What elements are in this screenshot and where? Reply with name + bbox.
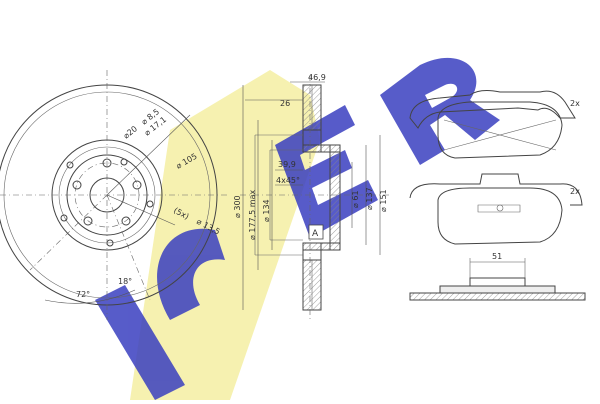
brake-pad-side-profile: 51 — [409, 252, 586, 301]
brake-pad-bottom: 2x — [409, 173, 583, 245]
label-thickness-total: 46,9 — [308, 73, 326, 82]
label-bolt-circle: ⌀ 151 — [379, 189, 388, 212]
label-pad-width: 51 — [492, 252, 502, 261]
bolt-holes — [72, 158, 142, 226]
label-qty-top: 2x — [570, 99, 580, 108]
label-angle-b: 18° — [118, 277, 132, 286]
label-angle-a: 72° — [76, 290, 90, 299]
label-hat-depth: 26 — [280, 99, 290, 108]
label-bore-chamfer-dia: 39,9 — [278, 160, 296, 169]
pad-bottom-friction — [437, 187, 563, 245]
disc-front-view: ⌀20 ⌀ 8,5 ⌀ 17,1 ⌀ 105 (5x) ⌀ 13,5 72° 1… — [0, 70, 230, 320]
watermark-band — [130, 70, 320, 400]
label-hole-small: ⌀20 — [122, 124, 139, 140]
label-center-bore: ⌀ 61 — [351, 190, 360, 208]
disc-section-view: A 46,9 26 39,9 4x45° ⌀ 300 ⌀ 177,5 max ⌀… — [233, 73, 390, 320]
pad-top-friction — [437, 101, 563, 159]
label-marker: A — [312, 229, 319, 239]
marker-box — [308, 224, 324, 240]
brake-pad-top: 2x — [409, 90, 580, 159]
label-chamfer: 4x45° — [276, 176, 300, 185]
label-max-dia: ⌀ 177,5 max — [248, 190, 257, 241]
label-outer-dia: ⌀ 300 — [233, 195, 242, 218]
label-hat-dia: ⌀ 134 — [262, 199, 271, 222]
label-qty-bottom: 2x — [570, 187, 580, 196]
icer-logo-watermark — [95, 57, 500, 400]
label-inner-dia: ⌀ 137 — [365, 187, 374, 210]
